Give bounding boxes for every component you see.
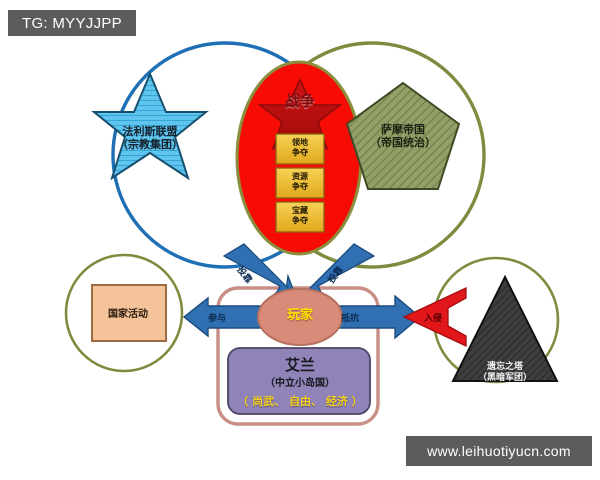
faction-left-label: 法利斯联盟 （宗教集团） bbox=[117, 125, 183, 151]
node-activity-square bbox=[91, 284, 167, 342]
arrow-invade-label: 入侵 bbox=[424, 314, 443, 324]
arrow-participate-label: 参与 bbox=[208, 314, 227, 324]
faction-right-pentagon bbox=[345, 81, 461, 190]
spoil-label-territory: 领地 争夺 bbox=[292, 138, 308, 157]
arrow-resist-label: 抵抗 bbox=[341, 314, 360, 324]
spoil-box-0 bbox=[275, 133, 325, 165]
war-title: 战争 bbox=[284, 92, 315, 110]
spoil-label-resources: 资源 争夺 bbox=[292, 172, 308, 191]
node-activity-label: 国家活动 bbox=[108, 309, 148, 320]
faction-left-star bbox=[91, 71, 209, 181]
arrow-invade bbox=[402, 286, 467, 348]
island-group-outline bbox=[216, 286, 380, 426]
watermark-telegram-tag: TG: MYYJJPP bbox=[8, 10, 136, 36]
node-island-traits: （ 尚武、 自由、 经济 ） bbox=[237, 395, 363, 408]
node-tower-triangle bbox=[451, 274, 559, 382]
war-star bbox=[257, 78, 343, 151]
node-island-subtitle: （中立小岛国） bbox=[265, 378, 335, 389]
spoil-box-1 bbox=[275, 167, 325, 199]
node-island-name: 艾兰 bbox=[284, 356, 315, 374]
node-player-ellipse bbox=[257, 288, 343, 346]
node-player-label: 玩家 bbox=[286, 308, 313, 323]
faction-right-label: 萨摩帝国 （帝国统治） bbox=[370, 123, 436, 149]
spoil-label-treasure: 宝藏 争夺 bbox=[292, 206, 308, 225]
watermark-website: www.leihuotiyucn.com bbox=[406, 436, 592, 466]
node-island-box bbox=[227, 347, 371, 415]
arrow-resist bbox=[329, 294, 422, 340]
node-tower-label: 遗忘之塔 （黑暗军团） bbox=[477, 362, 532, 383]
circle-bottom-left bbox=[64, 253, 184, 373]
spoil-box-2 bbox=[275, 201, 325, 233]
